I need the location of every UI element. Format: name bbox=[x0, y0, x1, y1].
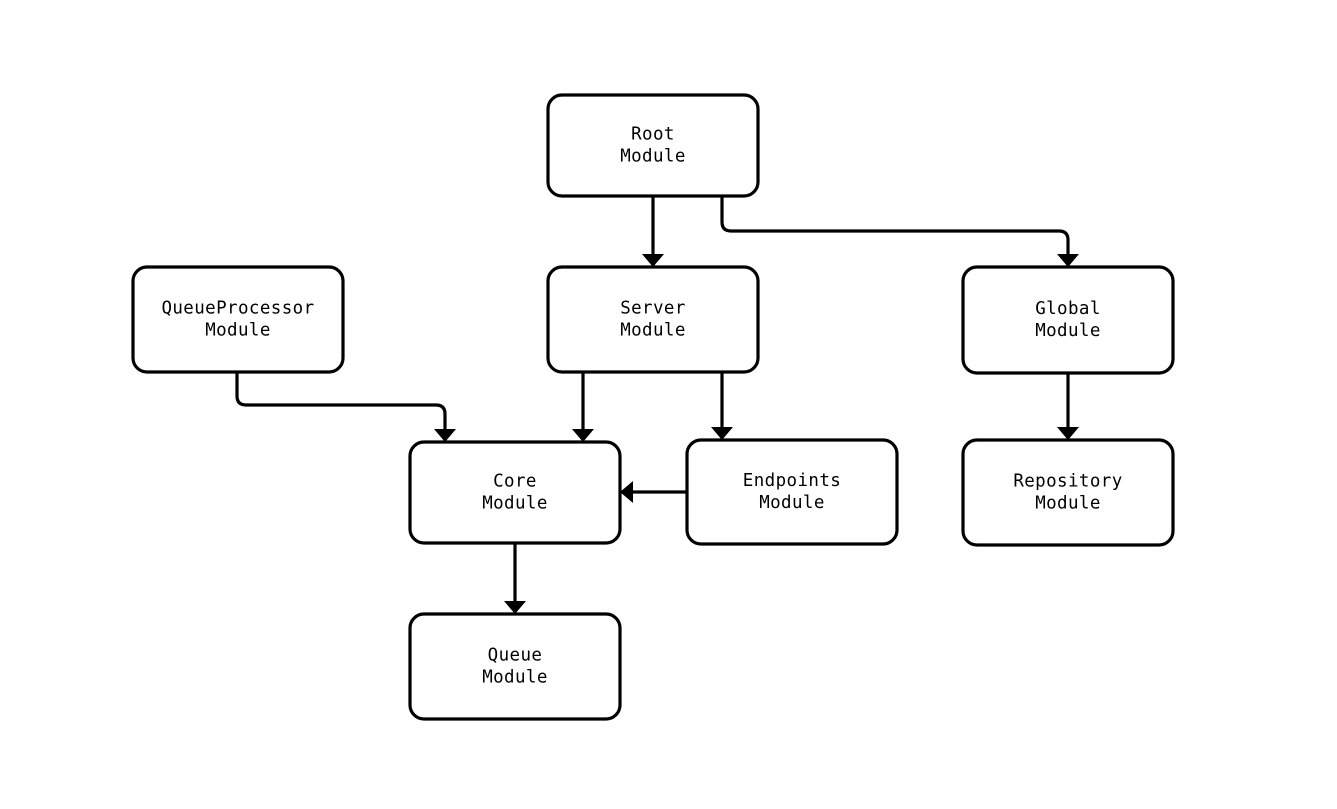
node-label-suffix: Module bbox=[1035, 321, 1101, 341]
edge-root-to-global bbox=[720, 196, 1079, 267]
node-box[interactable] bbox=[685, 438, 899, 546]
arrowhead-icon bbox=[572, 429, 594, 442]
node-label-name: Server bbox=[620, 299, 686, 319]
node-label-name: Core bbox=[493, 472, 537, 492]
node-box[interactable] bbox=[546, 265, 760, 374]
node-box[interactable] bbox=[961, 265, 1175, 375]
edge-core-to-queue bbox=[504, 543, 526, 614]
arrowhead-icon bbox=[1057, 427, 1079, 440]
node-label-suffix: Module bbox=[620, 147, 686, 167]
node-box[interactable] bbox=[546, 93, 760, 198]
node-label-name: Global bbox=[1035, 299, 1101, 319]
arrowhead-icon bbox=[504, 601, 526, 614]
node-label-suffix: Module bbox=[482, 494, 548, 514]
edge-line bbox=[235, 372, 447, 431]
node-label-suffix: Module bbox=[482, 668, 548, 688]
edge-global-to-repository bbox=[1057, 373, 1079, 440]
node-label-name: Root bbox=[631, 125, 675, 145]
node-box[interactable] bbox=[408, 612, 622, 721]
edge-queueprocessor-to-core bbox=[235, 372, 456, 442]
edges-layer bbox=[235, 196, 1079, 614]
node-label-suffix: Module bbox=[620, 321, 686, 341]
node-label-name: Repository bbox=[1013, 472, 1122, 492]
node-label-name: QueueProcessor bbox=[161, 299, 314, 319]
arrowhead-icon bbox=[620, 481, 633, 503]
node-label-name: Endpoints bbox=[743, 471, 841, 491]
edge-server-to-core bbox=[572, 372, 594, 442]
arrowhead-icon bbox=[434, 429, 456, 442]
edge-root-to-server bbox=[642, 196, 664, 267]
node-label-suffix: Module bbox=[1035, 494, 1101, 514]
edge-endpoints-to-core bbox=[620, 481, 687, 503]
node-box[interactable] bbox=[408, 440, 622, 545]
node-label-suffix: Module bbox=[205, 321, 271, 341]
arrowhead-icon bbox=[642, 254, 664, 267]
edge-server-to-endpoints bbox=[711, 372, 733, 440]
node-label-name: Queue bbox=[488, 646, 543, 666]
edge-line bbox=[720, 196, 1070, 256]
arrowhead-icon bbox=[711, 427, 733, 440]
node-box[interactable] bbox=[961, 438, 1175, 547]
arrowhead-icon bbox=[1057, 254, 1079, 267]
node-label-suffix: Module bbox=[759, 493, 825, 513]
nodes-layer: RootModuleQueueProcessorModuleServerModu… bbox=[131, 93, 1175, 721]
node-box[interactable] bbox=[131, 265, 345, 374]
